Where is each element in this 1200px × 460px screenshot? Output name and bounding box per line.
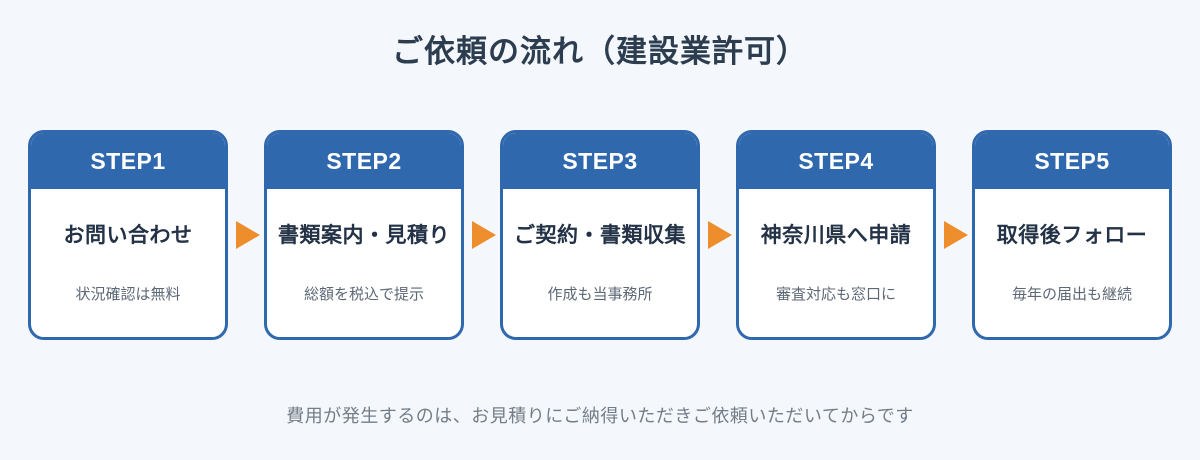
- step-card-5: STEP5 取得後フォロー 毎年の届出も継続: [972, 130, 1172, 340]
- step-title: 取得後フォロー: [996, 223, 1148, 247]
- arrow-right-icon: [472, 221, 496, 249]
- footer-note: 費用が発生するのは、お見積りにご納得いただきご依頼いただいてからです: [286, 406, 914, 427]
- arrow-right-icon: [236, 221, 260, 249]
- step-card-2: STEP2 書類案内・見積り 総額を税込で提示: [264, 130, 464, 340]
- step-desc: 毎年の届出も継続: [1011, 285, 1132, 303]
- step-label: STEP5: [975, 133, 1169, 189]
- step-card-4: STEP4 神奈川県へ申請 審査対応も窓口に: [736, 130, 936, 340]
- step-title: 神奈川県へ申請: [760, 223, 912, 247]
- step-desc: 状況確認は無料: [75, 285, 181, 303]
- step-label: STEP2: [267, 133, 461, 189]
- step-card-3: STEP3 ご契約・書類収集 作成も当事務所: [500, 130, 700, 340]
- step-desc: 総額を税込で提示: [303, 285, 424, 303]
- arrow-right-icon: [708, 221, 732, 249]
- step-label: STEP4: [739, 133, 933, 189]
- step-flow: STEP1 お問い合わせ 状況確認は無料 STEP2 書類案内・見積り 総額を税…: [28, 130, 1172, 342]
- step-desc: 作成も当事務所: [547, 285, 653, 303]
- step-card-1: STEP1 お問い合わせ 状況確認は無料: [28, 130, 228, 340]
- step-title: 書類案内・見積り: [278, 223, 450, 247]
- step-title: ご契約・書類収集: [514, 223, 686, 247]
- step-desc: 審査対応も窓口に: [775, 285, 896, 303]
- page-title: ご依頼の流れ（建設業許可）: [392, 34, 808, 70]
- step-title: お問い合わせ: [63, 223, 193, 247]
- arrow-right-icon: [944, 221, 968, 249]
- step-label: STEP1: [31, 133, 225, 189]
- step-label: STEP3: [503, 133, 697, 189]
